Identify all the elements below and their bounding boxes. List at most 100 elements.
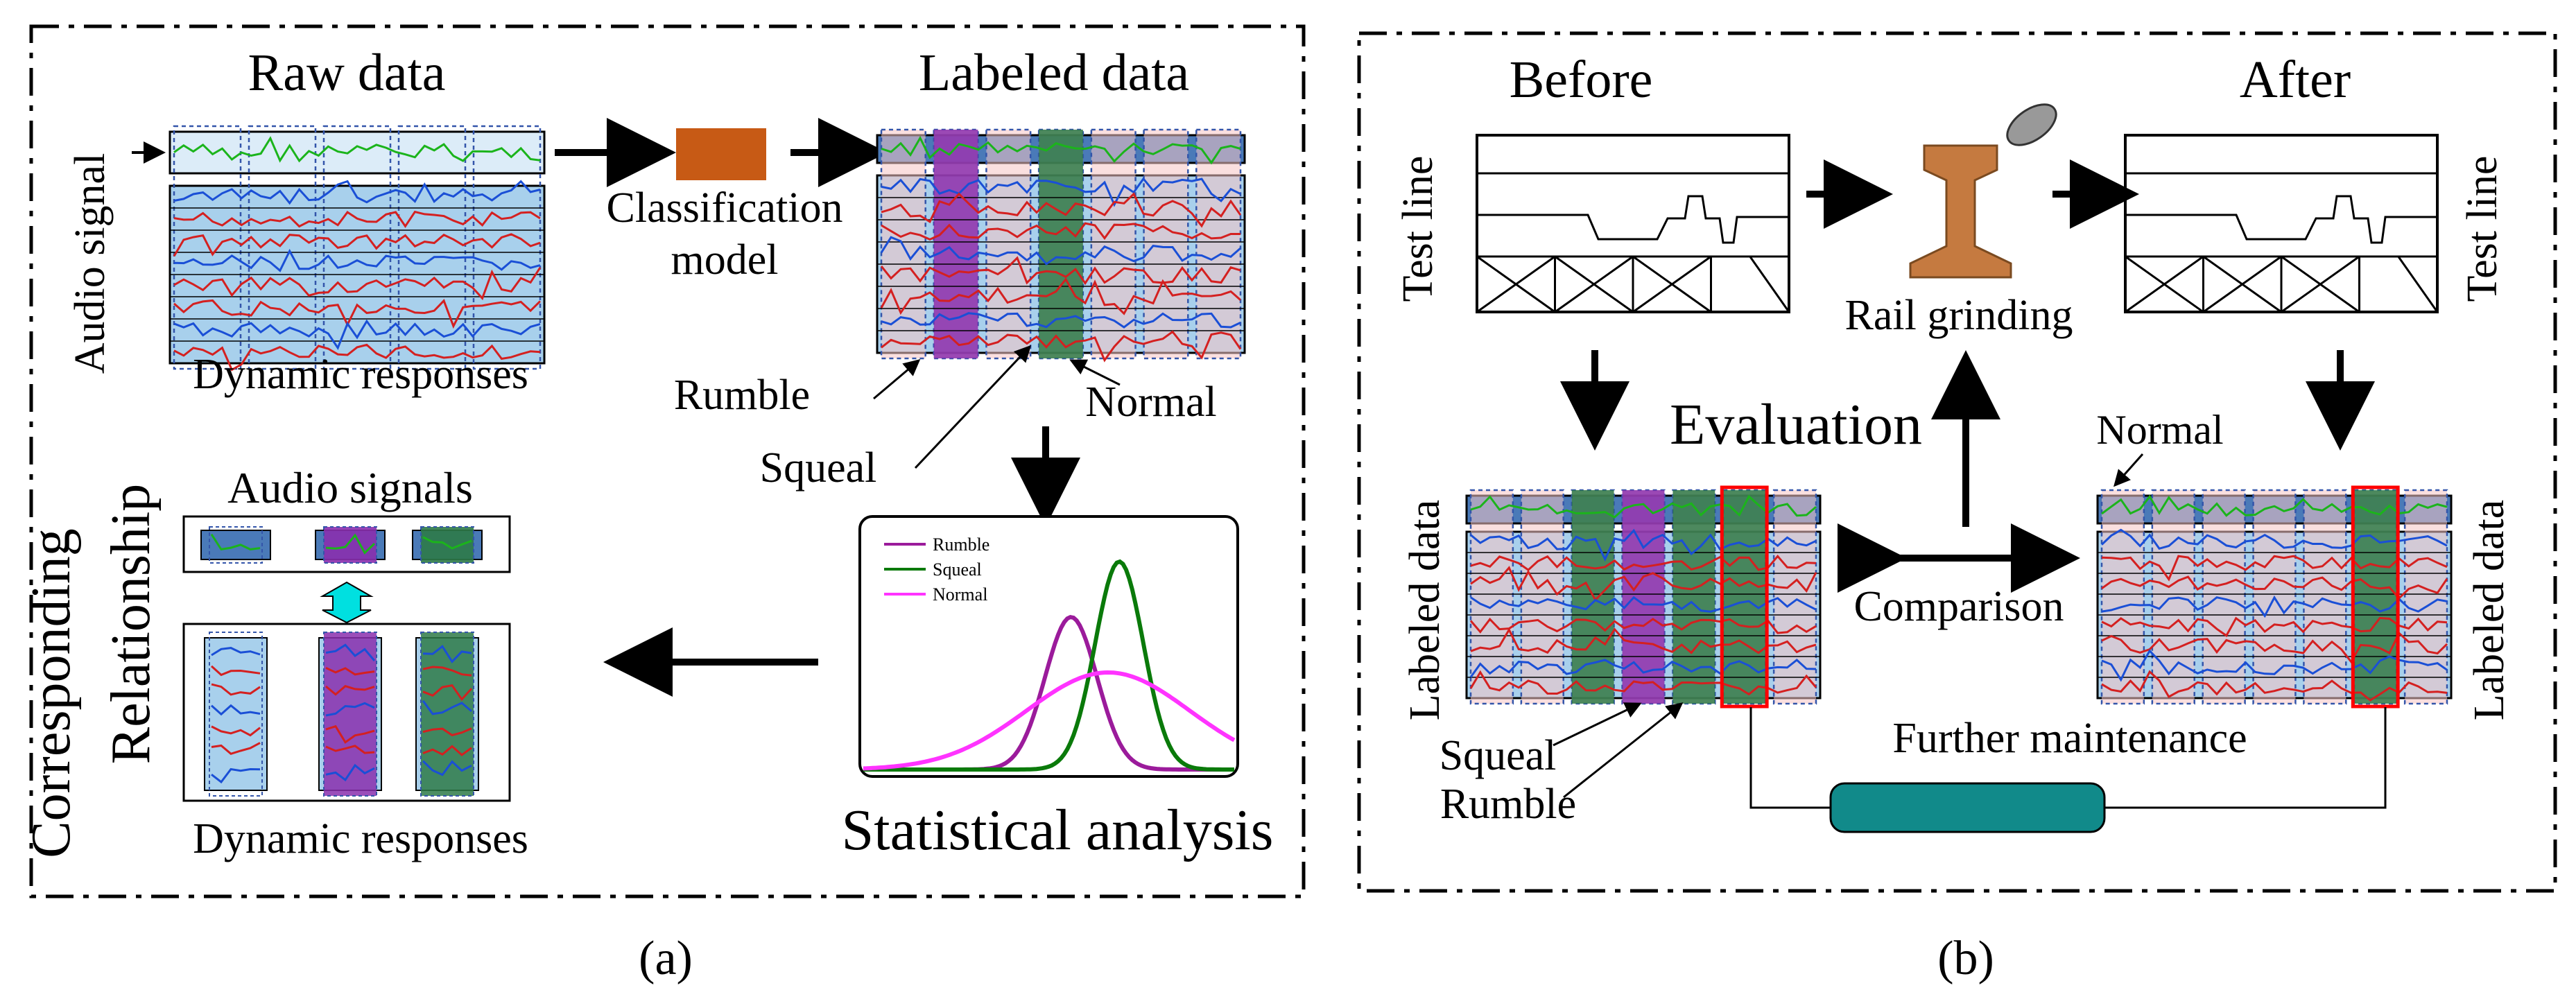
label-band	[1774, 490, 1816, 704]
normal-pointer	[1069, 359, 1121, 386]
response-column-waveform	[211, 725, 261, 737]
response-column-waveform	[325, 763, 375, 782]
after-label: After	[2240, 51, 2351, 109]
response-column-waveform	[211, 767, 261, 784]
response-waveform	[173, 343, 541, 372]
response-column-waveform	[325, 745, 375, 754]
responses-frame	[182, 623, 511, 802]
audio-clip-waveform	[210, 533, 261, 551]
audio-waveform	[173, 136, 541, 163]
audio-signals-label: Audio signals	[227, 463, 473, 512]
label-band	[2202, 490, 2245, 704]
response-waveform	[880, 277, 1241, 315]
grinding-wheel	[2006, 103, 2057, 146]
response-column-waveform	[211, 683, 261, 696]
squeal-band	[1723, 490, 1766, 704]
rumble-label-b: Rumble	[1440, 781, 1576, 828]
rumble-band	[1622, 490, 1665, 704]
before-label: Before	[1510, 51, 1653, 109]
segment-outline	[1469, 489, 1514, 705]
response-column-waveform	[422, 727, 472, 737]
segment-outline	[2252, 489, 2297, 705]
response-waveform	[1469, 659, 1817, 678]
correspondence-connector	[320, 581, 374, 624]
response-waveform	[173, 233, 541, 257]
legend-label: Rumble	[933, 535, 989, 555]
audio-bar	[168, 130, 546, 175]
labeled-data-before-block	[1465, 485, 1822, 709]
squeal-curve	[863, 559, 1234, 772]
response-column-waveform	[325, 724, 375, 744]
caption-a: (a)	[639, 932, 693, 985]
evaluation-label: Evaluation	[1670, 392, 1922, 457]
truss-diagonal	[2202, 255, 2282, 313]
audio-signal-label: Audio signal	[67, 153, 114, 374]
labeled-data-left: Labeled data	[1401, 500, 1449, 720]
squeal-label-b: Squeal	[1440, 732, 1557, 779]
clip-outline	[420, 526, 474, 564]
clip-outline	[323, 526, 377, 564]
segment-outline	[397, 125, 467, 370]
further-maintenance-box	[1829, 782, 2106, 833]
truss-diagonal	[1554, 255, 1634, 313]
audio-waveform	[1470, 494, 1817, 519]
response-waveform	[173, 319, 541, 351]
rail-cross-section	[1909, 144, 2012, 279]
panel-a-border	[29, 24, 1306, 898]
column-outline	[323, 632, 377, 797]
segment-outline	[2151, 489, 2195, 705]
response-waveform	[1470, 596, 1817, 613]
truss-diagonal	[1476, 255, 1556, 313]
label-band	[1196, 130, 1241, 358]
truss-diagonal	[1632, 255, 1712, 313]
relationship-label: Relationship	[101, 484, 162, 764]
classification-model-box	[676, 128, 766, 180]
response-waveform	[2101, 670, 2448, 702]
response-waveform	[1470, 627, 1817, 654]
rumble-pointer-b	[1563, 702, 1684, 799]
truss-diagonal	[1749, 256, 1790, 313]
truss-diagonal	[2397, 256, 2439, 313]
response-waveform	[2101, 595, 2448, 618]
response-waveform	[2101, 616, 2448, 638]
legend-label: Normal	[933, 584, 987, 605]
maintenance-connector-right	[2104, 707, 2387, 809]
response-column-waveform	[422, 666, 472, 677]
response-column-waveform	[325, 666, 375, 676]
response-waveform	[881, 222, 1241, 241]
response-waveform	[173, 267, 542, 301]
truss-diagonal	[2125, 255, 2204, 313]
column-outline	[209, 632, 263, 797]
normal-pointer-b	[2113, 453, 2144, 487]
test-line-left: Test line	[1394, 156, 1442, 302]
response-waveform	[173, 248, 541, 272]
column-outline	[420, 632, 474, 797]
response-waveform	[1470, 528, 1817, 562]
panel-b-border	[1357, 31, 2557, 893]
label-band	[1521, 490, 1564, 704]
response-waveform	[1469, 617, 1817, 634]
rumble-pointer	[873, 359, 921, 400]
label-band	[2152, 490, 2195, 704]
response-column-waveform	[422, 745, 472, 756]
track-before	[1476, 134, 1790, 313]
labeled-data-after-block	[2096, 485, 2453, 709]
audio-waveform	[2101, 494, 2448, 517]
classification-label-line2: model	[671, 236, 779, 284]
test-line-right: Test line	[2459, 156, 2506, 302]
raw-data-block	[168, 125, 546, 372]
response-column-waveform	[211, 647, 261, 657]
maintenance-connector-left	[1749, 707, 1831, 809]
label-band	[2102, 490, 2144, 704]
squeal-band	[2354, 490, 2397, 704]
normal-label: Normal	[1085, 379, 1216, 426]
statistics-plot-frame	[858, 515, 1239, 778]
label-band	[1143, 130, 1188, 358]
corresponding-label: Corresponding	[21, 528, 82, 858]
segment-outline	[2100, 489, 2145, 705]
further-maintenance-label: Further maintenance	[1892, 715, 2247, 762]
raw-data-title: Raw data	[248, 44, 446, 102]
response-waveform	[173, 210, 541, 228]
response-column-waveform	[211, 704, 261, 716]
